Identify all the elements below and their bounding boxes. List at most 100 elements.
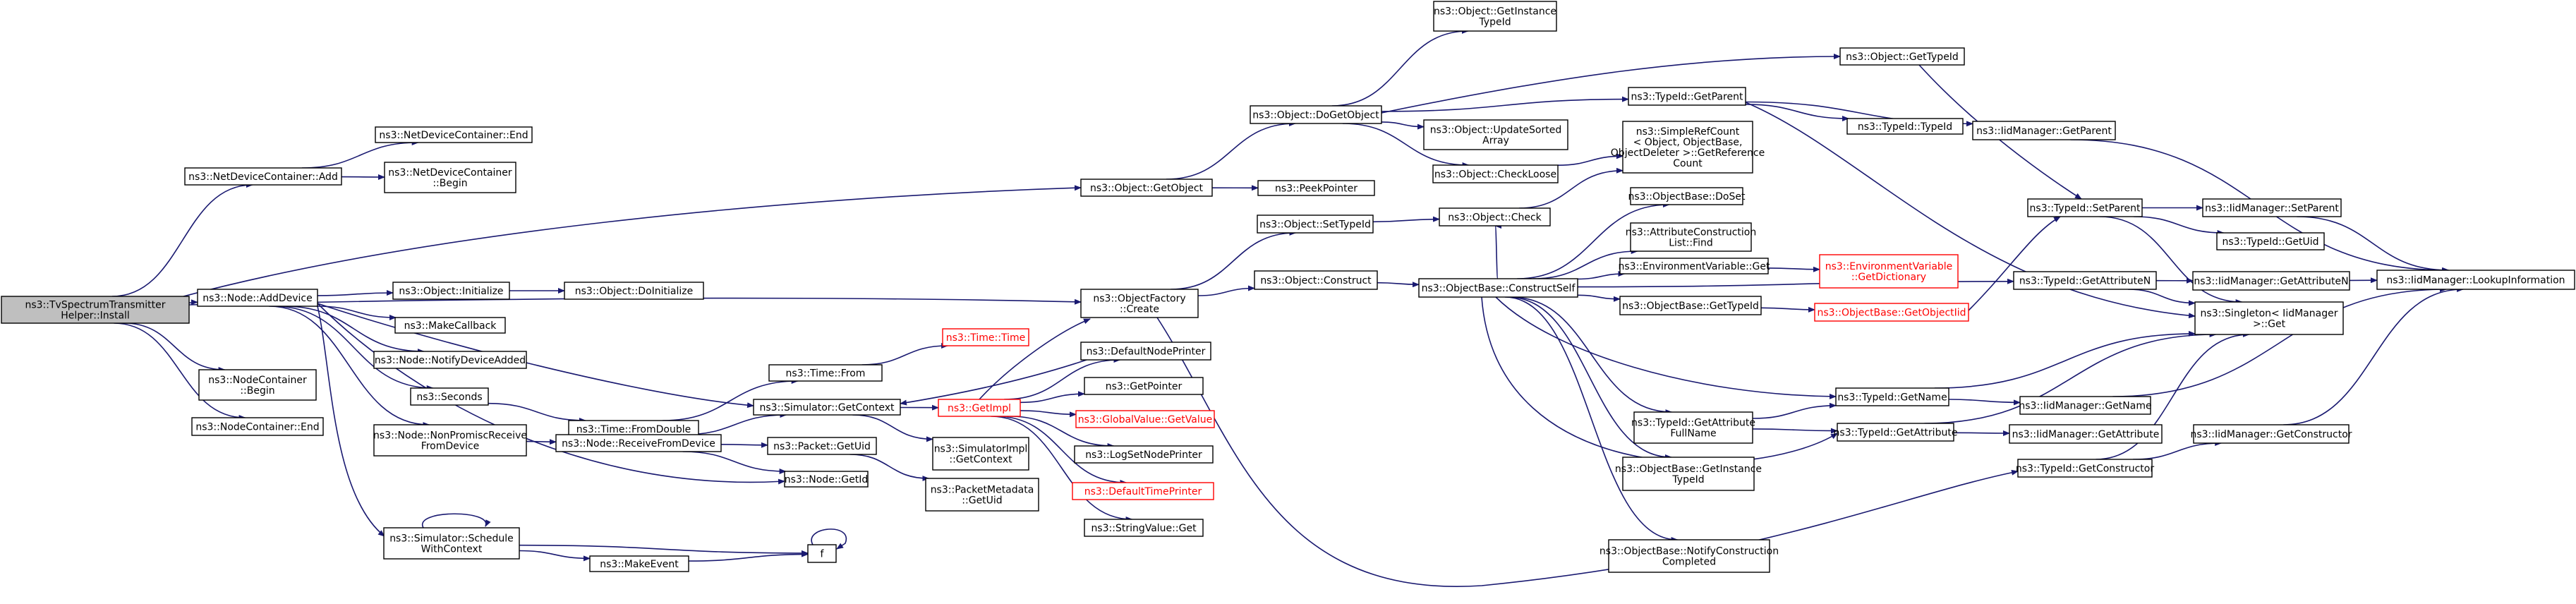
edge-objbase_constructself-to-tid_getattribute [1481, 296, 1838, 464]
node-label: ns3::IidManager::GetAttribute [2012, 429, 2160, 440]
node-makecallback[interactable]: ns3::MakeCallback [394, 317, 506, 334]
node-label: WithContext [421, 544, 483, 555]
node-ndc-begin[interactable]: ns3::NetDeviceContainer::Begin [384, 162, 516, 193]
node-label: ns3::Object::GetTypeId [1846, 52, 1959, 63]
node-objbase-gettypeid[interactable]: ns3::ObjectBase::GetTypeId [1619, 296, 1762, 315]
node-iid-getattributen[interactable]: ns3::IidManager::GetAttributeN [2192, 271, 2350, 291]
node-iid-getparent[interactable]: ns3::IidManager::GetParent [1972, 121, 2116, 140]
node-label: ns3::Node::NonPromiscReceive [373, 430, 527, 442]
node-box [1074, 445, 1214, 464]
node-label: ns3::TypeId::GetName [1837, 392, 1947, 404]
node-defaulttimeprinter[interactable]: ns3::DefaultTimePrinter [1072, 482, 1214, 500]
node-node-adddevice[interactable]: ns3::Node::AddDevice [197, 289, 318, 307]
edge-ndc_add-to-ndc_end [301, 140, 419, 169]
node-iid-getattribute[interactable]: ns3::IidManager::GetAttribute [2009, 424, 2163, 444]
node-time-time[interactable]: ns3::Time::Time [942, 328, 1029, 346]
node-node-receivefromdevice[interactable]: ns3::Node::ReceiveFromDevice [555, 434, 722, 452]
node-time-from[interactable]: ns3::Time::From [768, 364, 883, 382]
node-iid-setparent[interactable]: ns3::IidManager::SetParent [2202, 198, 2342, 217]
edge-objfactory_create-to-tid_getconstructor [1156, 317, 2019, 588]
node-ndc-add[interactable]: ns3::NetDeviceContainer::Add [184, 167, 342, 186]
edge-f-to-f [811, 528, 847, 550]
edge-iid_getname-to-iid_lookupinfo [2112, 286, 2447, 397]
node-nodecont-begin[interactable]: ns3::NodeContainer::Begin [198, 369, 317, 401]
node-seconds[interactable]: ns3::Seconds [410, 387, 489, 406]
node-singleton-get[interactable]: ns3::Singleton< IidManager >::Get [2194, 301, 2344, 335]
node-obj-check[interactable]: ns3::Object::Check [1439, 207, 1551, 226]
node-peekpointer[interactable]: ns3::PeekPointer [1257, 180, 1375, 196]
node-obj-dogetobject[interactable]: ns3::Object::DoGetObject [1250, 105, 1382, 124]
node-tid-getattribute[interactable]: ns3::TypeId::GetAttribute [1834, 423, 1958, 442]
node-obj-getobject[interactable]: ns3::Object::GetObject [1080, 179, 1213, 197]
node-getimpl[interactable]: ns3::GetImpl [938, 399, 1021, 417]
node-objbase-doset[interactable]: ns3::ObjectBase::DoSet [1628, 187, 1746, 205]
node-box [589, 555, 689, 572]
node-label: ns3::ObjectBase::ConstructSelf [1422, 283, 1576, 294]
node-box [1432, 164, 1559, 183]
node-tid-getattributen[interactable]: ns3::TypeId::GetAttributeN [2013, 271, 2157, 290]
node-objbase-notifyconstr[interactable]: ns3::ObjectBase::NotifyConstructionCompl… [1600, 539, 1779, 573]
node-obj-construct[interactable]: ns3::Object::Construct [1254, 270, 1378, 290]
node-envvar-get[interactable]: ns3::EnvironmentVariable::Get [1619, 258, 1770, 274]
node-label: ns3::Object::GetObject [1090, 183, 1204, 194]
node-tid-getuid[interactable]: ns3::TypeId::GetUid [2216, 232, 2325, 250]
node-box [384, 162, 516, 193]
node-iid-getconstructor[interactable]: ns3::IidManager::GetConstructor [2190, 424, 2352, 444]
node-label: Helper::Install [61, 310, 130, 322]
node-makeevent[interactable]: ns3::MakeEvent [589, 555, 689, 572]
node-label: ns3::SimpleRefCount [1636, 126, 1740, 138]
node-install[interactable]: ns3::TvSpectrumTransmitterHelper::Instal… [1, 296, 190, 324]
node-label: ::Begin [433, 178, 467, 189]
node-globalvalue-getvalue[interactable]: ns3::GlobalValue::GetValue [1075, 410, 1215, 428]
node-tid-getparent[interactable]: ns3::TypeId::GetParent [1628, 87, 1746, 106]
node-objfactory-create[interactable]: ns3::ObjectFactory::Create [1080, 289, 1199, 318]
node-simimpl-getcontext[interactable]: ns3::SimulatorImpl::GetContext [932, 437, 1029, 471]
node-packet-getuid[interactable]: ns3::Packet::GetUid [767, 437, 877, 455]
node-iid-lookupinfo[interactable]: ns3::IidManager::LookupInformation [2376, 270, 2575, 290]
node-obj-gettypeid[interactable]: ns3::Object::GetTypeId [1839, 47, 1965, 66]
node-obj-doinitialize[interactable]: ns3::Object::DoInitialize [564, 282, 704, 300]
node-box [932, 437, 1029, 471]
node-box [1084, 377, 1204, 395]
node-ndc-end[interactable]: ns3::NetDeviceContainer::End [375, 126, 533, 143]
node-obj-checkloose[interactable]: ns3::Object::CheckLoose [1432, 164, 1559, 183]
node-label: FullName [1670, 428, 1716, 440]
node-sim-getcontext[interactable]: ns3::Simulator::GetContext [753, 399, 901, 416]
node-label: ::Begin [240, 385, 274, 397]
node-label: ns3::Object::Initialize [399, 286, 503, 297]
node-tid-setparent[interactable]: ns3::TypeId::SetParent [2027, 198, 2143, 217]
node-label: ns3::EnvironmentVariable::Get [1619, 261, 1770, 272]
node-tid-getconstructor[interactable]: ns3::TypeId::GetConstructor [2016, 459, 2154, 478]
edge-makeevent-to-f [688, 551, 809, 562]
node-simplerefcount[interactable]: ns3::SimpleRefCount< Object, ObjectBase,… [1611, 121, 1765, 174]
node-objbase-getobjectiid[interactable]: ns3::ObjectBase::GetObjectIid [1814, 303, 1969, 322]
node-iid-getname[interactable]: ns3::IidManager::GetName [2019, 396, 2152, 415]
node-objbase-constructself[interactable]: ns3::ObjectBase::ConstructSelf [1418, 278, 1578, 298]
node-f[interactable]: f [807, 544, 837, 563]
node-node-notifydeviceadded[interactable]: ns3::Node::NotifyDeviceAdded [373, 351, 527, 369]
node-tid-typeid[interactable]: ns3::TypeId::TypeId [1846, 118, 1964, 135]
node-obj-initialize[interactable]: ns3::Object::Initialize [392, 282, 510, 300]
node-getpointer[interactable]: ns3::GetPointer [1084, 377, 1204, 395]
node-envvar-getdict[interactable]: ns3::EnvironmentVariable::GetDictionary [1819, 254, 1959, 289]
node-box [1814, 303, 1969, 322]
node-logsetnodeprinter[interactable]: ns3::LogSetNodePrinter [1074, 445, 1214, 464]
node-obj-settypeid[interactable]: ns3::Object::SetTypeId [1257, 215, 1374, 234]
node-tid-getname[interactable]: ns3::TypeId::GetName [1835, 387, 1949, 406]
node-node-getid[interactable]: ns3::Node::GetId [784, 471, 869, 488]
node-nodecont-end[interactable]: ns3::NodeContainer::End [191, 417, 324, 436]
edge-node_adddevice-to-node_nonpromisc [269, 306, 430, 428]
node-defaultnodeprinter[interactable]: ns3::DefaultNodePrinter [1080, 342, 1211, 361]
edge-install-to-obj_getobject [183, 185, 1082, 297]
node-box [2216, 232, 2325, 250]
node-box [938, 399, 1021, 417]
node-stringvalue-get[interactable]: ns3::StringValue::Get [1084, 519, 1204, 537]
node-packetmeta-getuid[interactable]: ns3::PacketMetadata::GetUid [925, 478, 1039, 512]
